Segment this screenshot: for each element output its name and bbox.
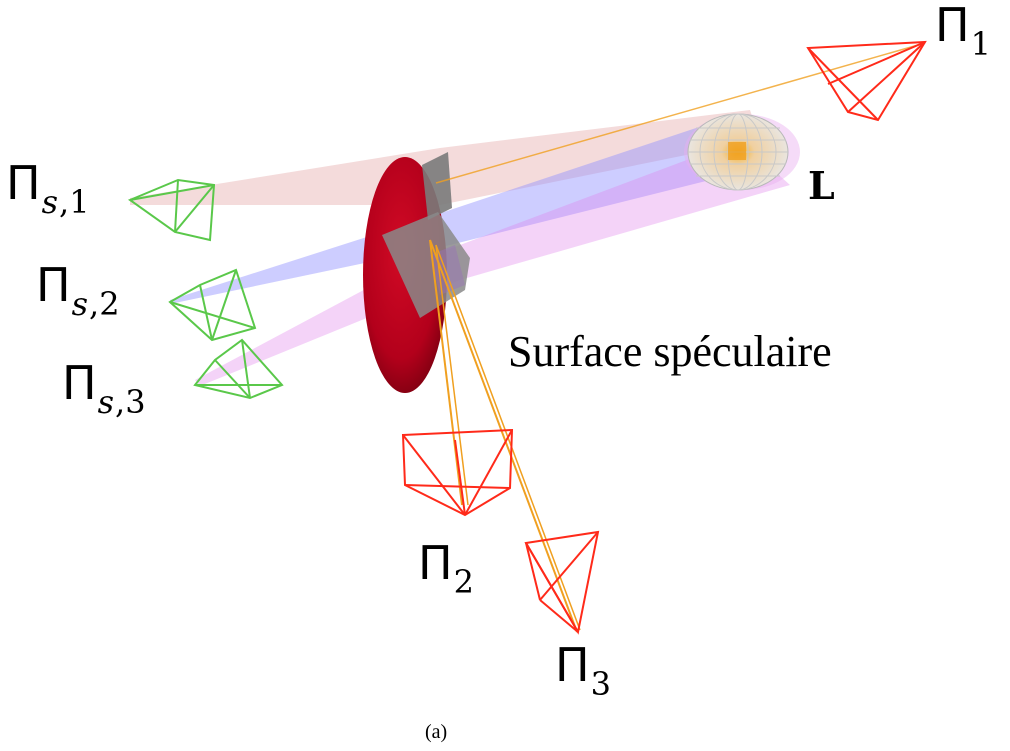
light-core — [728, 142, 746, 160]
surface-facets — [382, 152, 470, 318]
camera-pis1-frustum — [127, 178, 216, 242]
camera-pis2-frustum — [168, 268, 257, 342]
pis1-subscript-s: s — [41, 183, 59, 221]
label-light: L — [808, 163, 835, 208]
pis3-subscript-s: s — [97, 383, 115, 421]
label-pis3: Πs,3 — [62, 360, 146, 418]
camera-pi2-frustum — [401, 428, 514, 517]
camera-pi3-frustum — [524, 530, 600, 635]
pi2-subscript: 2 — [453, 563, 474, 601]
label-pi1: Π1 — [935, 2, 991, 60]
pi3-symbol: Π — [555, 638, 590, 692]
pi3-subscript: 3 — [590, 665, 611, 703]
beam-blue — [170, 120, 770, 304]
facet-2-shade — [430, 245, 465, 295]
ray-pi2-b — [435, 244, 469, 506]
beam-magenta — [195, 140, 790, 386]
camera-pis3-frustum — [193, 338, 284, 400]
pi2-symbol: Π — [418, 536, 453, 590]
label-pi2: Π2 — [418, 540, 474, 598]
light-grid — [688, 113, 788, 191]
pi1-symbol: Π — [935, 0, 970, 52]
facet-1 — [422, 152, 452, 220]
ray-pi1 — [435, 42, 926, 184]
pis2-subscript-n: ,2 — [89, 285, 120, 323]
ray-pi3-a — [429, 239, 578, 633]
facet-2 — [382, 212, 470, 318]
pis3-subscript-n: ,3 — [115, 383, 146, 421]
ray-pi2-a — [429, 239, 463, 506]
pis3-symbol: Π — [62, 356, 97, 410]
pis2-symbol: Π — [36, 258, 71, 312]
label-surface: Surface spéculaire — [508, 327, 832, 376]
label-pi3: Π3 — [555, 642, 611, 700]
light-source — [684, 113, 800, 191]
figure-caption: (a) — [425, 721, 448, 743]
pis1-symbol: Π — [6, 156, 41, 210]
pis2-subscript-s: s — [71, 285, 89, 323]
camera-pi1-frustum — [806, 40, 927, 122]
label-pis1: Πs,1 — [6, 160, 90, 218]
pi1-subscript: 1 — [970, 25, 991, 63]
label-pis2: Πs,2 — [36, 262, 120, 320]
pis1-subscript-n: ,1 — [59, 183, 90, 221]
